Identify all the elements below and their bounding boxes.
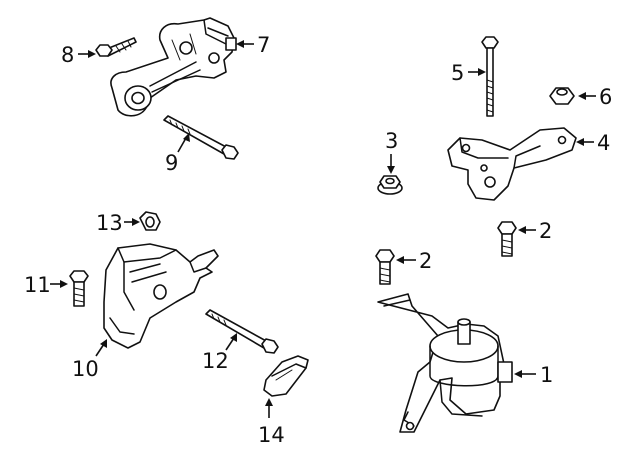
part-7-torque-rod-mount[interactable] [110, 17, 237, 117]
part-1-engine-mount[interactable] [377, 293, 513, 433]
part-5-vertical-bolt[interactable] [481, 36, 499, 117]
callout-4: 4 [597, 131, 610, 155]
part-3-flange-nut[interactable] [377, 175, 403, 195]
callout-14: 14 [258, 423, 285, 447]
callout-arrows [50, 40, 596, 418]
part-2-bolt-right[interactable] [497, 221, 517, 257]
callout-2-left: 2 [419, 249, 432, 273]
callout-9: 9 [165, 151, 178, 175]
part-10-mount-bracket[interactable] [103, 243, 219, 349]
part-13-nut[interactable] [139, 211, 161, 231]
part-2-bolt-left[interactable] [375, 249, 395, 285]
part-4-bracket[interactable] [447, 127, 577, 201]
callout-6: 6 [599, 85, 612, 109]
callout-5: 5 [451, 61, 464, 85]
callout-12: 12 [202, 349, 229, 373]
callout-8: 8 [61, 43, 74, 67]
callout-10: 10 [72, 357, 99, 381]
callout-labels: 1 2 2 3 4 5 6 7 8 9 10 11 12 13 14 [24, 33, 612, 447]
part-14-cover[interactable] [263, 355, 309, 397]
part-12-long-bolt[interactable] [205, 309, 279, 354]
callout-11: 11 [24, 273, 51, 297]
part-8-bolt[interactable] [95, 37, 137, 57]
part-6-nut[interactable] [549, 87, 575, 105]
callout-13: 13 [96, 211, 123, 235]
callout-1: 1 [540, 363, 553, 387]
callout-7: 7 [257, 33, 270, 57]
callout-3: 3 [385, 129, 398, 153]
part-11-bolt[interactable] [69, 270, 89, 307]
callout-2-right: 2 [539, 219, 552, 243]
part-9-long-bolt[interactable] [163, 115, 239, 160]
